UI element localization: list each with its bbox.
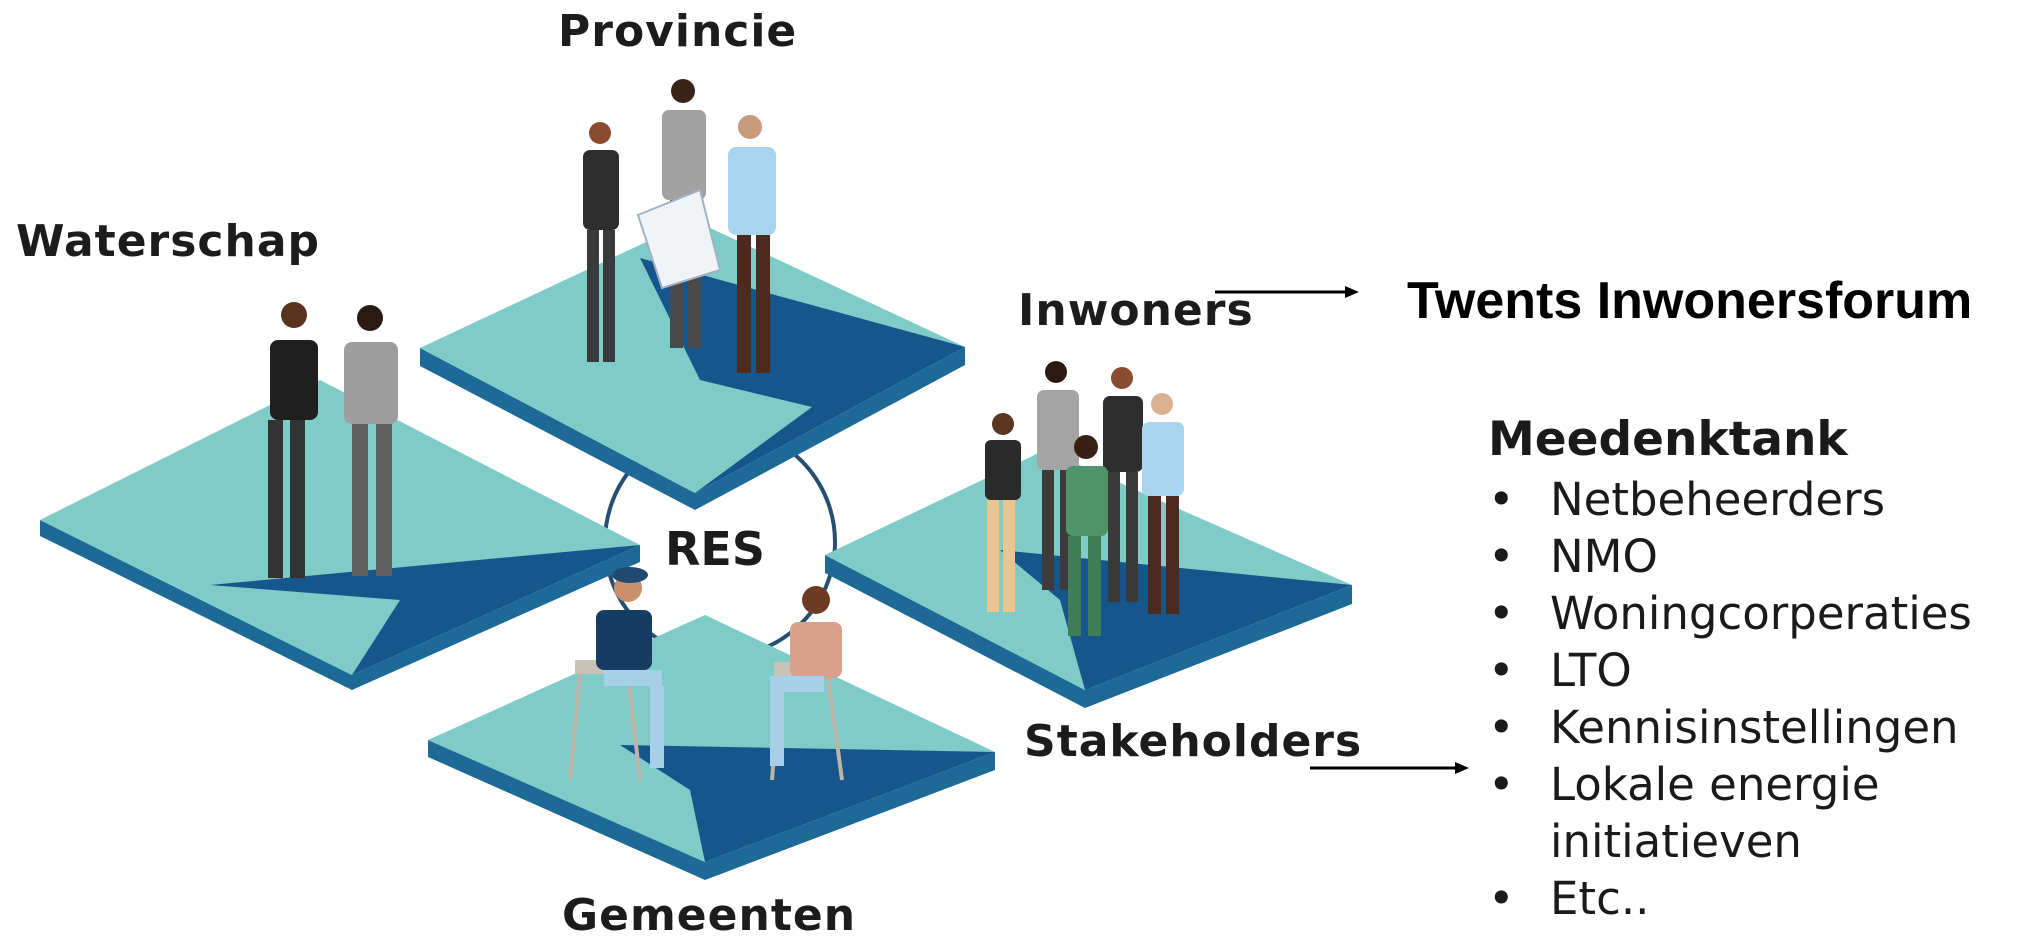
list-item: • Woningcorperaties <box>1488 585 1972 642</box>
label-stakeholders: Stakeholders <box>1024 716 1363 767</box>
list-item: • LTO <box>1488 642 1972 699</box>
list-item: • Netbeheerders <box>1488 471 1972 528</box>
label-inwoners: Inwoners <box>1018 285 1254 336</box>
people-gemeenten <box>568 567 844 781</box>
list-item: • Kennisinstellingen <box>1488 699 1972 756</box>
bullet-icon: • <box>1488 701 1515 754</box>
list-item-text: Netbeheerders <box>1550 473 1886 526</box>
list-item-text: LTO <box>1550 644 1632 697</box>
people-inwoners <box>985 361 1184 636</box>
label-waterschap: Waterschap <box>16 216 321 267</box>
list-item: • Etc.. <box>1488 870 1972 927</box>
arrow-stakeholders <box>1355 762 1469 774</box>
bullet-icon: • <box>1488 473 1515 526</box>
bullet-icon: • <box>1488 872 1515 925</box>
platform-waterschap <box>40 380 640 690</box>
platform-gemeenten <box>428 615 995 880</box>
forum-title: Twents Inwonersforum <box>1407 272 1973 330</box>
list-item-text: NMO <box>1550 530 1658 583</box>
arrow-inwoners <box>1215 286 1359 298</box>
bullet-icon: • <box>1488 758 1515 811</box>
people-waterschap <box>268 302 398 578</box>
list-item: • NMO <box>1488 528 1972 585</box>
meedenktank-title: Meedenktank <box>1488 412 1848 467</box>
label-gemeenten: Gemeenten <box>562 890 857 941</box>
meedenktank-list: • Netbeheerders • NMO • Woningcorperaties •… <box>1488 471 1972 927</box>
meedenktank-block: Meedenktank • Netbeheerders • NMO • Woningc… <box>1488 412 1972 927</box>
bullet-icon: • <box>1488 587 1515 640</box>
list-item-text: Etc.. <box>1550 872 1650 925</box>
list-item-text: Kennisinstellingen <box>1550 701 1959 754</box>
bullet-icon: • <box>1488 530 1515 583</box>
platform-provincie <box>420 220 965 510</box>
people-provincie <box>583 79 776 373</box>
list-item-text: Woningcorperaties <box>1550 587 1972 640</box>
res-diagram <box>40 79 1360 880</box>
list-item-text: Lokale energie <box>1550 758 1880 811</box>
bullet-icon: • <box>1488 644 1515 697</box>
list-item-text-continued: initiatieven <box>1550 815 1802 868</box>
label-res: RES <box>665 522 765 576</box>
label-provincie: Provincie <box>558 6 798 57</box>
